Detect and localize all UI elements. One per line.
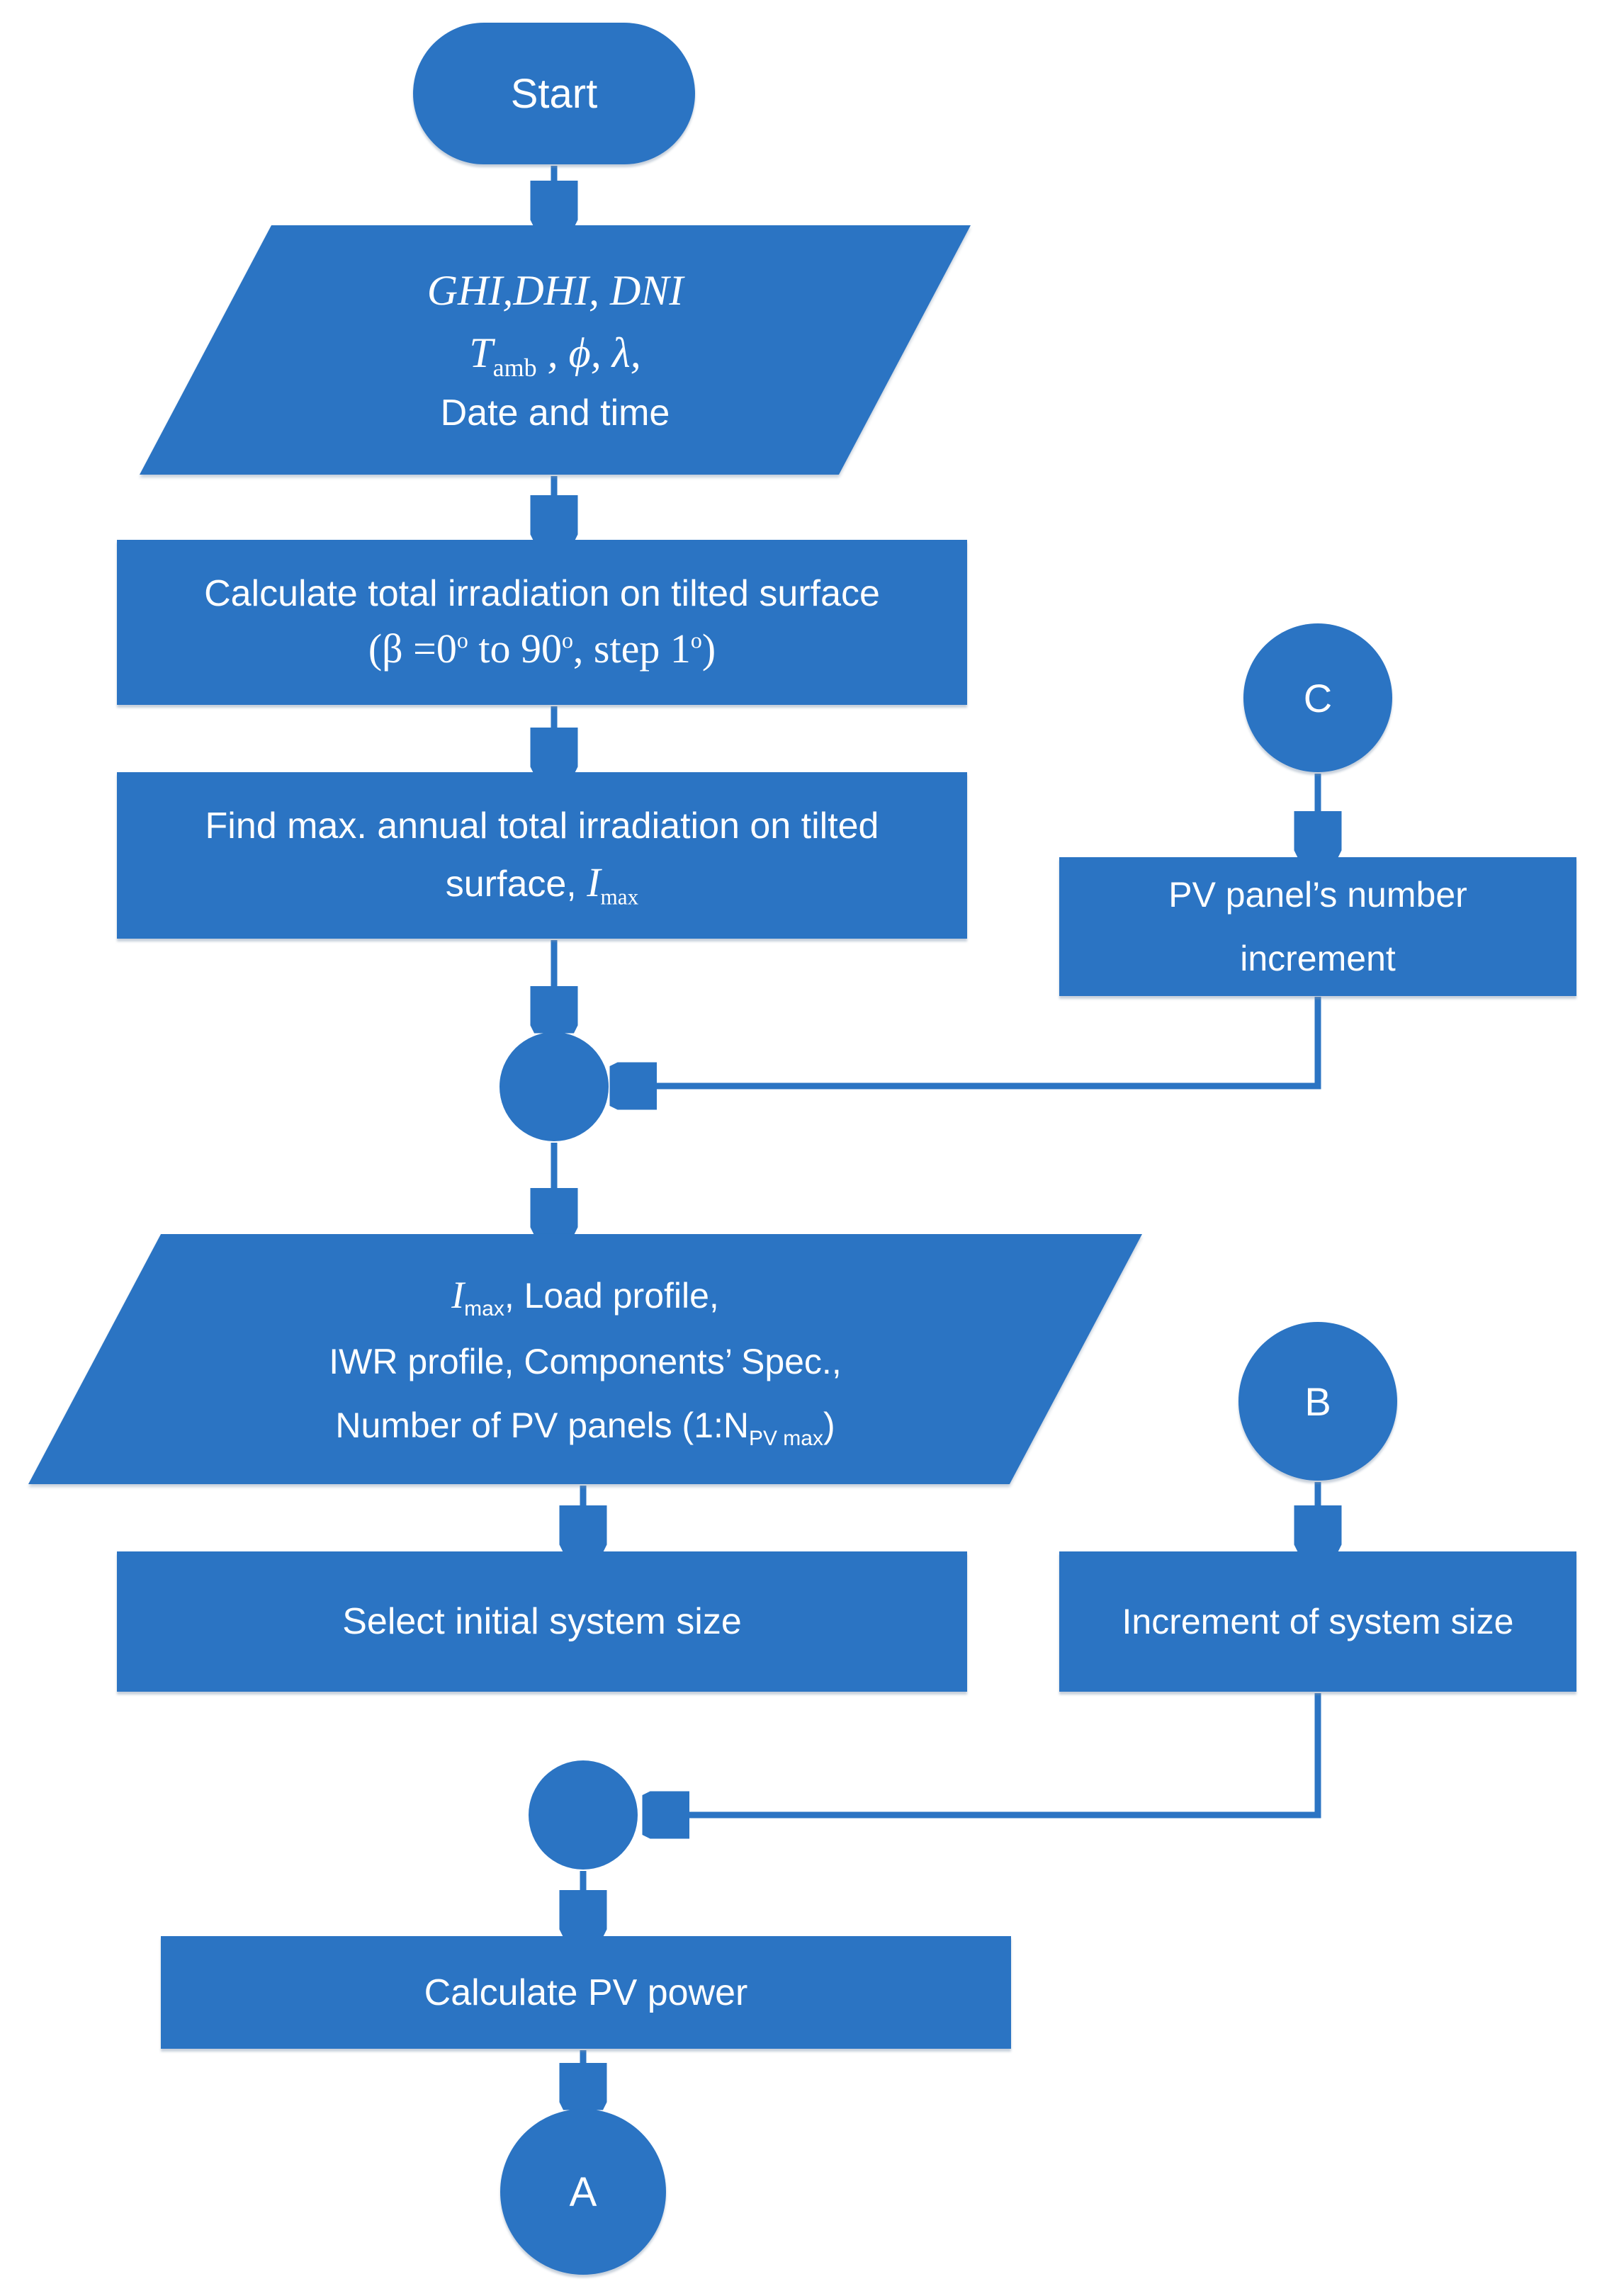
process-calc-irradiation: Calculate total irradiation on tilted su… (117, 540, 967, 705)
connector-a-label: A (569, 2168, 597, 2215)
pv-increment-line2: increment (1240, 939, 1396, 978)
data-input-weather: GHI,DHI, DNI Tamb , ϕ, λ, Date and time (140, 225, 971, 475)
connector-a: A (500, 2109, 666, 2275)
select-size-label: Select initial system size (342, 1601, 742, 1642)
connector-b-label: B (1304, 1379, 1331, 1424)
junction-merge-1 (500, 1032, 609, 1141)
calc-pv-label: Calculate PV power (424, 1972, 748, 2013)
profiles-line1: Imax, Load profile, (451, 1273, 719, 1321)
increment-size-label: Increment of system size (1122, 1602, 1514, 1641)
arrow-pvincrement-to-junction1 (614, 997, 1321, 1086)
process-increment-system-size: Increment of system size (1059, 1551, 1576, 1692)
process-pv-panel-increment: PV panel’s number increment (1059, 857, 1576, 996)
junction-merge-2 (529, 1760, 638, 1870)
start-node: Start (413, 23, 695, 164)
weather-line2: Tamb , ϕ, λ, (469, 329, 641, 382)
process-calculate-pv-power: Calculate PV power (161, 1936, 1011, 2049)
arrow-increment-to-junction2 (646, 1693, 1321, 1815)
weather-line3: Date and time (440, 392, 670, 434)
profiles-line2: IWR profile, Components’ Spec., (329, 1342, 842, 1382)
connector-c-label: C (1303, 675, 1333, 720)
data-input-profiles: Imax, Load profile, IWR profile, Compone… (28, 1234, 1142, 1484)
calc-irradiation-line2: (β =0o to 90o, step 1o) (368, 626, 716, 672)
weather-line1: GHI,DHI, DNI (427, 266, 684, 314)
connector-c: C (1243, 623, 1392, 772)
process-select-initial-size: Select initial system size (117, 1551, 967, 1692)
profiles-line3: Number of PV panels (1:NPV max) (335, 1406, 835, 1451)
find-max-line1: Find max. annual total irradiation on ti… (205, 805, 879, 847)
process-find-max-irradiation: Find max. annual total irradiation on ti… (117, 772, 967, 939)
start-label: Start (510, 70, 598, 117)
pv-increment-line1: PV panel’s number (1168, 875, 1467, 915)
calc-irradiation-line1: Calculate total irradiation on tilted su… (204, 573, 880, 614)
find-max-line2: surface, Imax (445, 859, 639, 910)
connector-b: B (1238, 1322, 1397, 1481)
